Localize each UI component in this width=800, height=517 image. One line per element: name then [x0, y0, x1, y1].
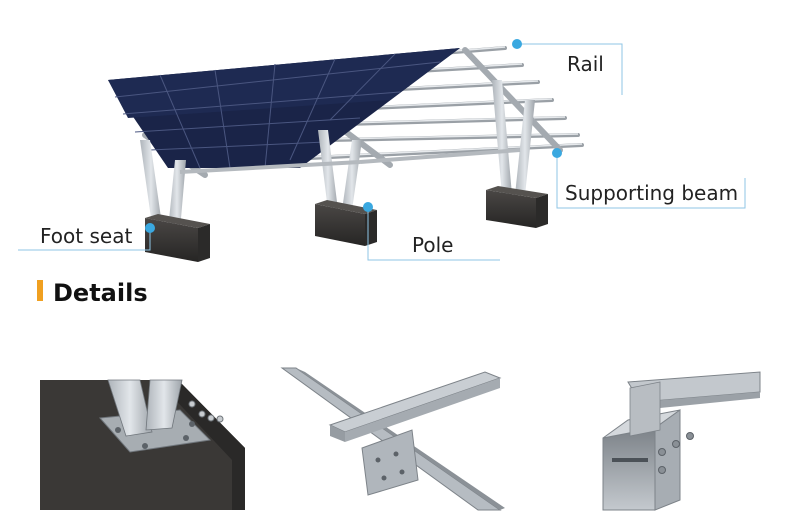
callout-label-pole: Pole	[412, 233, 453, 257]
poles	[140, 80, 535, 230]
callout-supporting-beam: Supporting beam	[552, 148, 746, 209]
foundation-right	[486, 186, 548, 228]
orange-bar-icon	[37, 280, 43, 301]
callout-foot-seat: Foot seat	[18, 223, 155, 251]
dot-icon	[145, 223, 155, 233]
foundation-left	[145, 214, 210, 262]
callout-label-foot-seat: Foot seat	[40, 224, 132, 248]
solar-panel-array	[108, 48, 460, 169]
detail-foot-seat	[40, 379, 245, 510]
detail-rail-joint	[280, 367, 505, 511]
callout-rail: Rail	[512, 39, 623, 95]
details-heading: Details	[37, 279, 148, 307]
details-title: Details	[53, 279, 148, 307]
carport-structure	[108, 46, 584, 262]
dot-icon	[512, 39, 522, 49]
callout-pole: Pole	[363, 202, 500, 261]
dot-icon	[552, 148, 562, 158]
concrete-foundations	[145, 186, 548, 262]
dot-icon	[363, 202, 373, 212]
detail-beam-connector	[602, 371, 761, 511]
callout-label-supporting-beam: Supporting beam	[565, 181, 738, 205]
callout-label-rail: Rail	[567, 52, 604, 76]
